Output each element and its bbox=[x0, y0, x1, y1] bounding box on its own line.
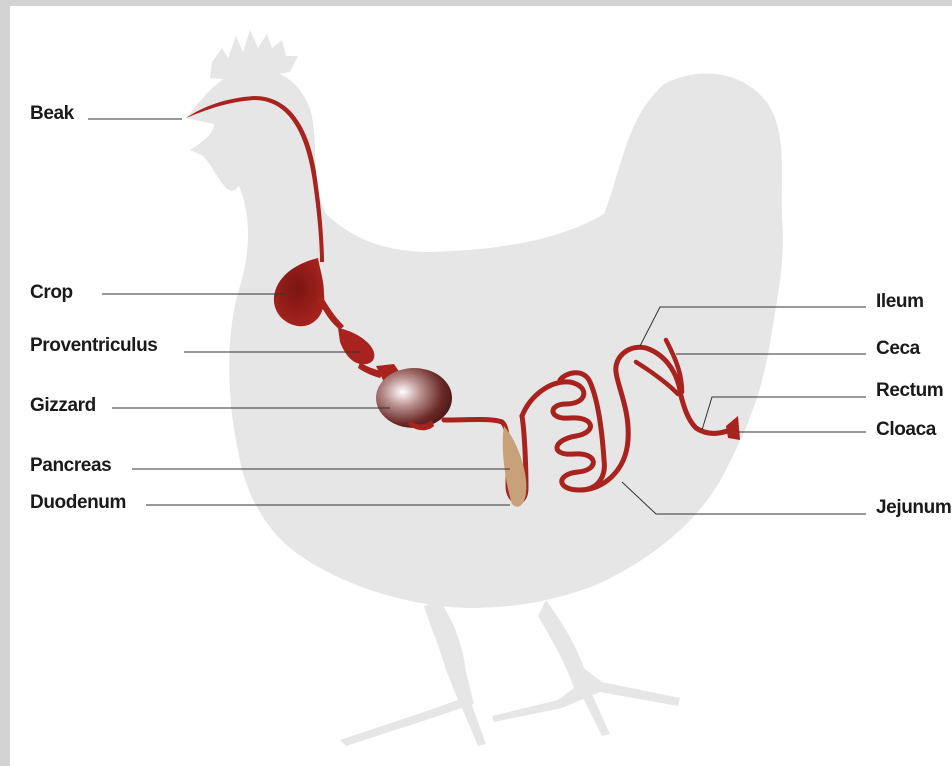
label-pancreas: Pancreas bbox=[30, 455, 111, 476]
leg-left-toe bbox=[462, 700, 486, 746]
label-beak: Beak bbox=[30, 103, 75, 124]
leg-left bbox=[340, 600, 474, 746]
leg-right-toe bbox=[582, 690, 610, 736]
label-jejunum: Jejunum bbox=[876, 497, 951, 518]
chicken-body bbox=[186, 70, 783, 608]
diagram-frame: Beak Crop Proventriculus Gizzard Pancrea… bbox=[10, 6, 952, 766]
label-gizzard: Gizzard bbox=[30, 395, 96, 416]
label-ileum: Ileum bbox=[876, 291, 924, 312]
label-cloaca: Cloaca bbox=[876, 419, 937, 440]
label-crop: Crop bbox=[30, 282, 73, 303]
label-ceca: Ceca bbox=[876, 338, 921, 359]
label-duodenum: Duodenum bbox=[30, 492, 126, 513]
chicken-digestive-system-diagram: Beak Crop Proventriculus Gizzard Pancrea… bbox=[10, 6, 952, 766]
label-proventriculus: Proventriculus bbox=[30, 335, 157, 356]
chicken-silhouette bbox=[186, 30, 783, 746]
gizzard-organ bbox=[376, 368, 452, 428]
label-rectum: Rectum bbox=[876, 380, 943, 401]
